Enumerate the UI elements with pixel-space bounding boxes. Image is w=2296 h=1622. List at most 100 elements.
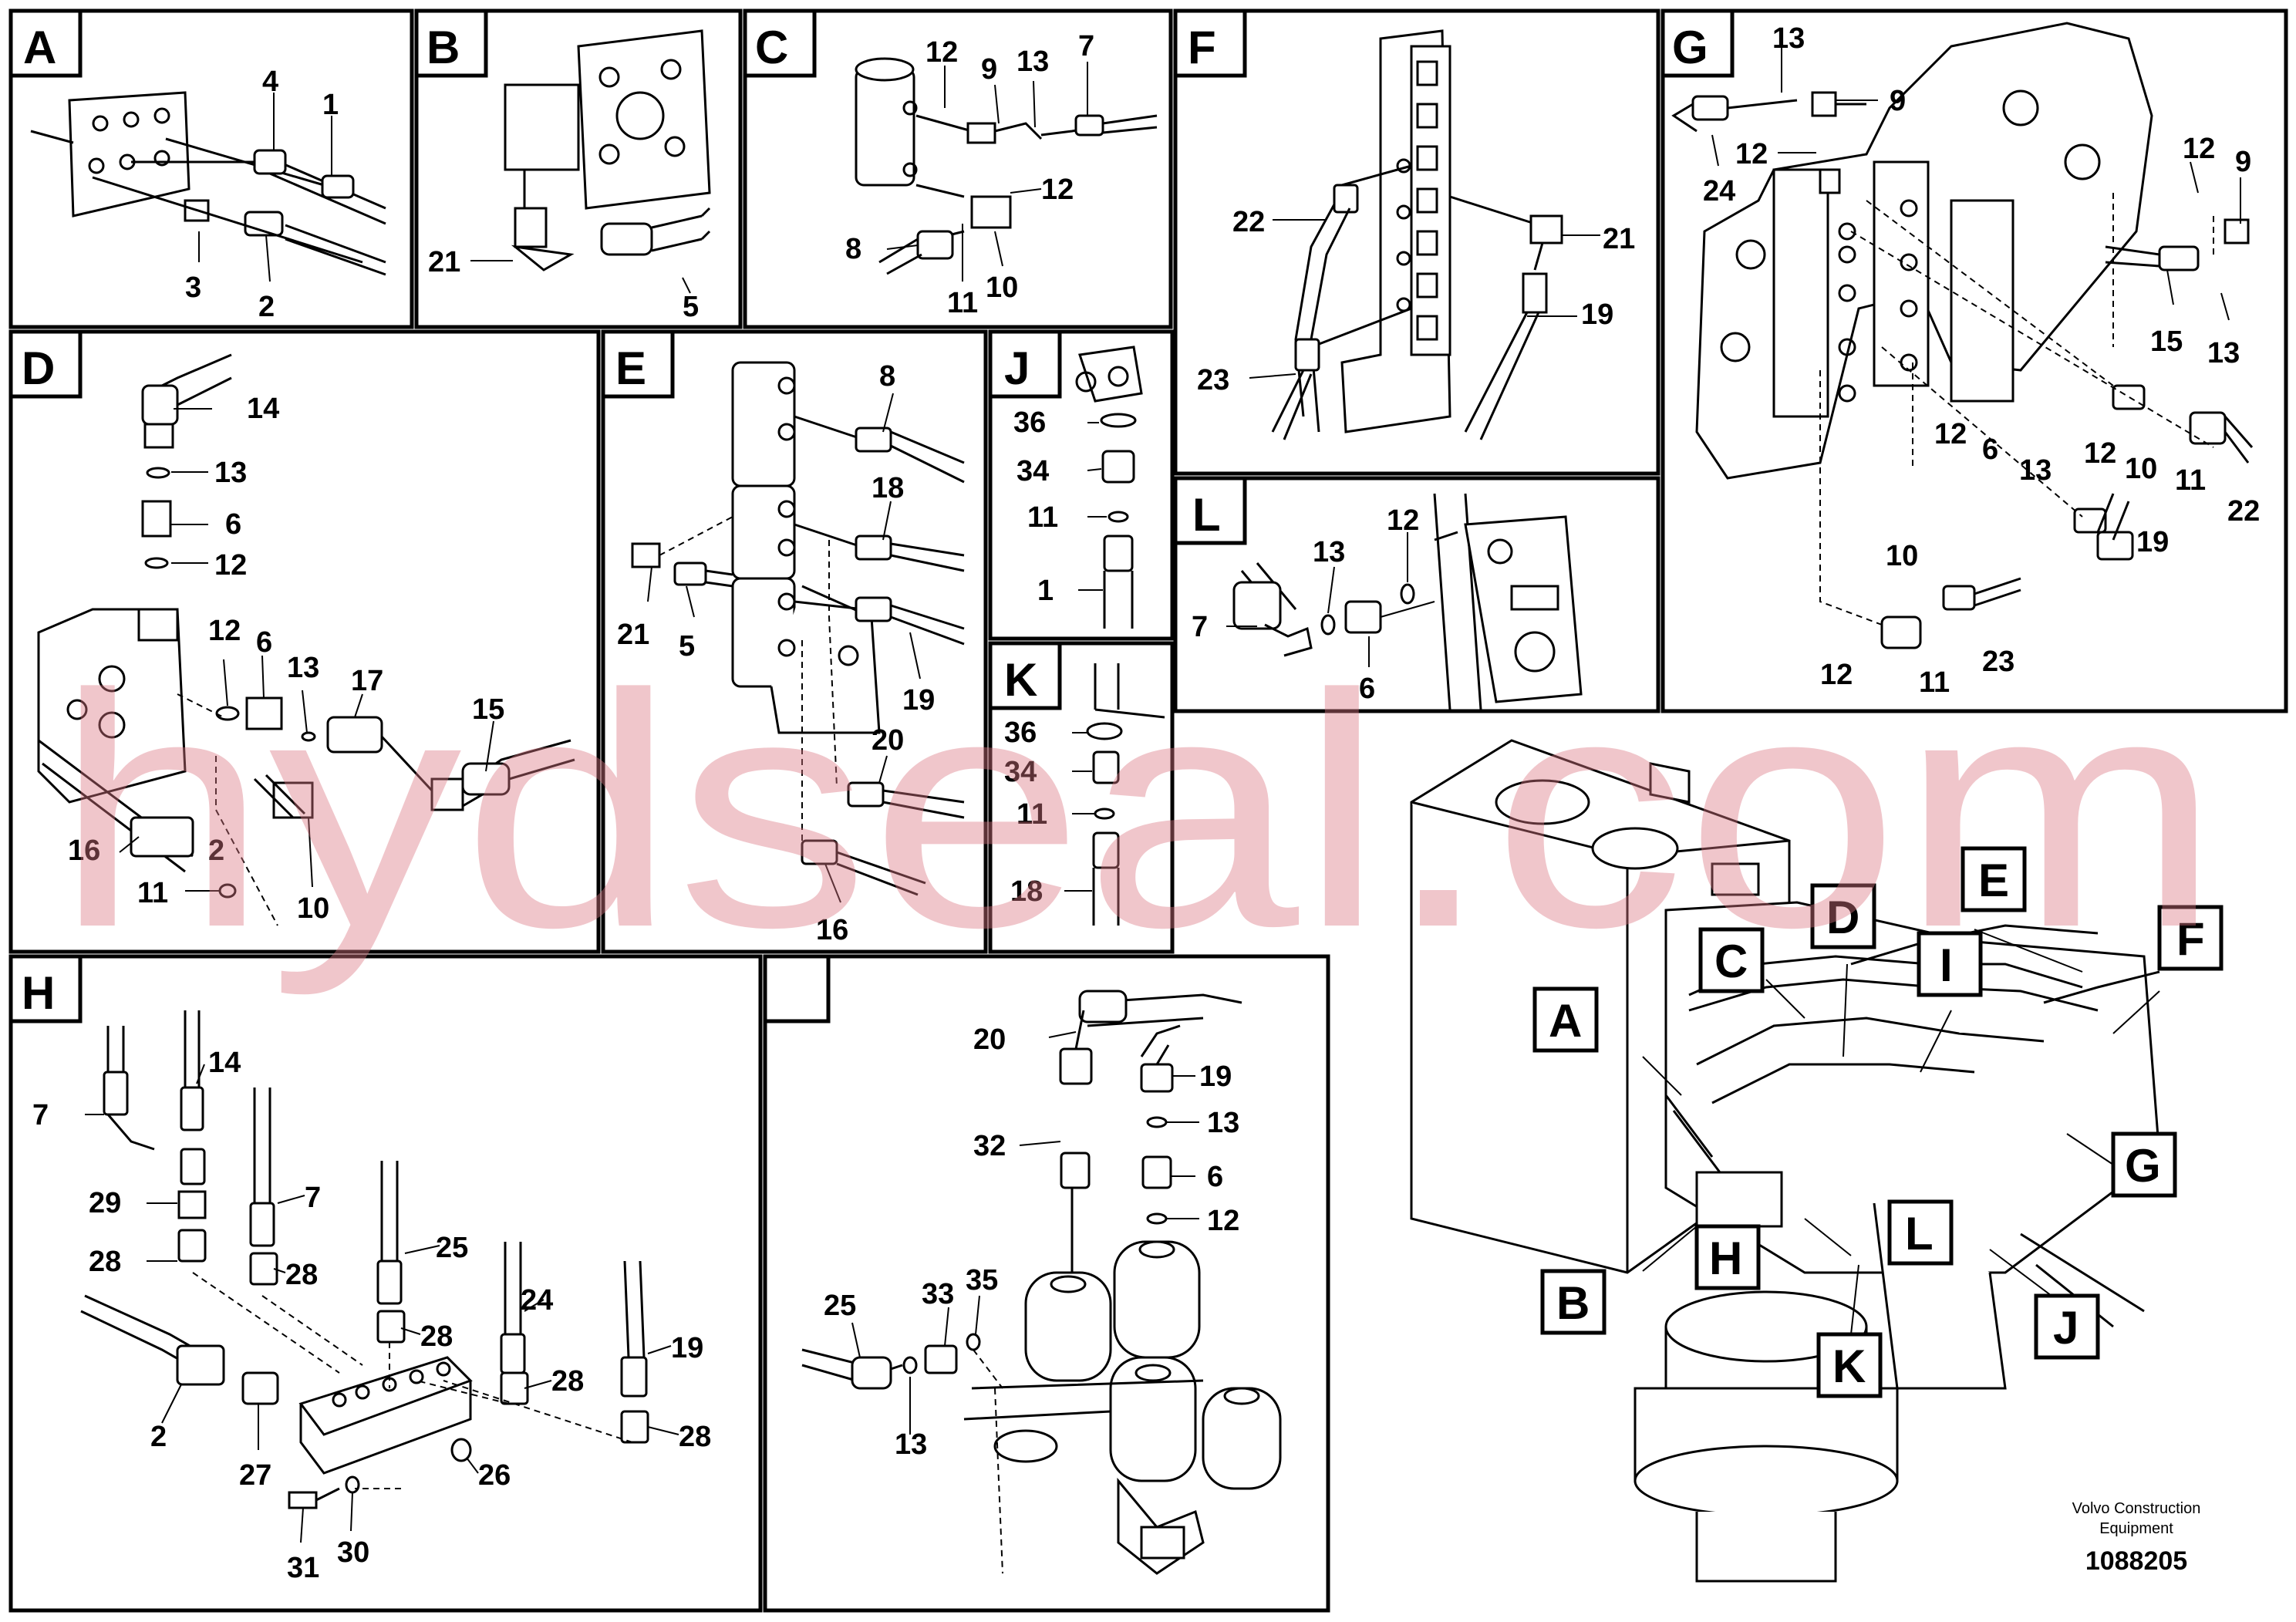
part-label: 25 [436,1232,468,1264]
part-label: 10 [297,892,329,925]
callout-B: B [1556,1277,1590,1329]
part-label: 1 [322,89,339,121]
section-label-A: A [23,22,56,73]
part-label: 7 [1078,30,1094,62]
section-label-D: D [22,342,55,394]
part-label: 10 [2125,453,2157,485]
section-label-L: L [1192,489,1221,541]
part-label: 20 [872,724,904,757]
part-label: 5 [679,630,695,663]
part-label: 11 [137,877,168,909]
part-label: 2 [208,835,224,867]
part-label: 2 [150,1421,167,1453]
part-label: 19 [2136,526,2169,558]
callout-H: H [1709,1233,1742,1284]
part-label: 34 [1004,756,1037,788]
part-label: 21 [617,619,649,651]
part-label: 18 [1010,875,1043,908]
section-label-G: G [1672,22,1708,73]
part-label: 27 [239,1459,271,1492]
panel-G: G [1660,8,2260,699]
part-label: 12 [925,36,958,69]
document-number: 1088205 [2085,1546,2187,1576]
part-label: 28 [551,1365,584,1398]
part-label: 16 [68,835,100,867]
part-label: 12 [1735,138,1768,170]
part-label: 11 [1027,501,1058,534]
part-label: 21 [428,246,460,278]
panel-D: D 14 13 6 [8,329,575,926]
part-label: 9 [2235,146,2251,178]
panel-A: A 4 1 3 2 [8,8,386,323]
part-label: 15 [472,693,504,726]
part-label: 28 [679,1421,711,1453]
footer: Volvo Construction Equipment 1088205 [2072,1500,2201,1576]
part-label: 13 [1772,22,1805,55]
part-label: 32 [973,1130,1006,1162]
watermark: hydseal.com [54,626,2221,998]
part-label: 14 [247,393,279,425]
part-label: 9 [981,53,997,86]
panel-L: L 12 13 7 6 [1173,476,1583,710]
part-label: 11 [947,287,978,319]
part-label: 7 [305,1182,321,1214]
part-label: 11 [1017,798,1047,831]
part-label: 7 [32,1099,49,1131]
section-label-box-A [8,8,83,78]
part-label: 26 [478,1459,511,1492]
part-label: 12 [208,615,241,647]
part-label: 28 [285,1259,318,1291]
part-label: 8 [845,233,861,265]
part-label: 6 [1207,1161,1223,1193]
part-label: 25 [824,1290,856,1322]
part-label: 13 [214,457,247,489]
part-label: 21 [1603,223,1635,255]
part-label: 10 [986,271,1018,304]
part-label: 11 [2175,464,2206,497]
callout-E: E [1978,855,2009,906]
part-label: 35 [966,1264,998,1297]
part-label: 9 [1890,85,1906,117]
panel-I: 20 19 32 13 6 12 25 33 35 13 [763,954,1282,1575]
section-label-K: K [1004,654,1037,706]
part-label: 29 [89,1187,121,1219]
panel-H: H [8,954,711,1584]
part-label: 7 [1192,611,1208,643]
part-label: 19 [902,684,935,717]
part-label: 28 [89,1246,121,1278]
part-label: 6 [1359,673,1375,705]
part-label: 20 [973,1023,1006,1056]
callout-L: L [1905,1208,1934,1259]
part-label: 6 [1982,433,1998,466]
part-label: 13 [1313,536,1345,568]
callout-C: C [1714,936,1748,987]
part-label: 6 [256,626,272,659]
callout-K: K [1832,1340,1866,1392]
part-label: 12 [1387,504,1419,537]
part-label: 13 [2207,337,2240,369]
part-label: 24 [521,1284,553,1317]
part-label: 23 [1982,646,2014,678]
part-label: 13 [287,652,319,684]
part-label: 14 [208,1047,241,1079]
part-label: 24 [1703,175,1735,207]
part-label: 12 [1041,174,1074,206]
part-label: 13 [1207,1107,1239,1139]
panel-F: F 22 21 19 23 [1173,8,1635,440]
part-label: 3 [185,271,201,304]
part-label: 5 [683,291,699,323]
part-label: 31 [287,1552,319,1584]
part-label: 12 [1207,1205,1239,1237]
callout-J: J [2053,1302,2079,1354]
part-label: 17 [351,665,383,697]
part-label: 12 [1820,659,1853,691]
part-label: 11 [1919,666,1950,699]
part-label: 19 [1581,298,1613,331]
panel-J: J 36 34 11 1 [988,329,1143,629]
part-label: 22 [1232,206,1265,238]
callout-I: I [1940,939,1953,991]
part-label: 12 [214,549,247,582]
part-label: 12 [1934,418,1967,450]
overview-illustration: A B C D E F G H I J K L [1410,739,2224,1583]
